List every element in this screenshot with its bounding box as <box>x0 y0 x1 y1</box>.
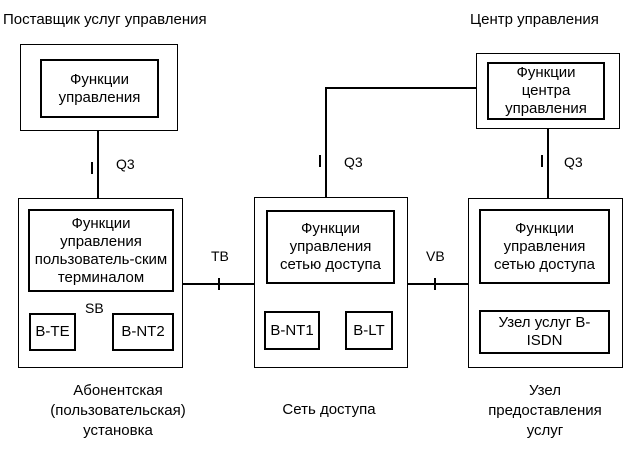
user-terminal-mgmt-functions: Функции управления пользователь-ским тер… <box>28 209 174 292</box>
bnt2-box: B-NT2 <box>112 313 174 351</box>
bnt1-box: B-NT1 <box>264 311 320 350</box>
bnt1-label: B-NT1 <box>270 321 314 339</box>
subscriber-caption: Абонентская (пользовательская) установка <box>50 382 186 439</box>
bte-box: B-TE <box>29 313 76 351</box>
blt-box: B-LT <box>345 311 393 350</box>
access-network-caption: Сеть доступа <box>282 401 376 418</box>
q3-left-label: Q3 <box>116 156 135 172</box>
q3-mid-label: Q3 <box>344 154 363 170</box>
service-mgmt-label: Функции управления сетью доступа <box>493 219 596 273</box>
service-node-isdn-box: Узел услуг B-ISDN <box>479 310 610 354</box>
center-header: Центр управления <box>470 11 599 28</box>
blt-label: B-LT <box>353 321 385 339</box>
service-node-isdn-label: Узел услуг B-ISDN <box>498 314 591 349</box>
tb-label: TB <box>211 248 229 264</box>
q3-mid-link <box>325 87 476 197</box>
provider-mgmt-label: Функции управления <box>58 70 141 106</box>
sb-label: SB <box>85 300 104 316</box>
access-mgmt-label: Функции управления сетью доступа <box>279 220 382 273</box>
access-mgmt-functions: Функции управления сетью доступа <box>266 210 395 284</box>
bte-label: B-TE <box>35 323 70 340</box>
service-node-caption: Узел предоставления услуг <box>488 382 602 439</box>
vb-label: VB <box>426 248 445 264</box>
center-mgmt-functions: Функции центра управления <box>487 62 605 120</box>
bnt2-label: B-NT2 <box>121 323 165 340</box>
provider-header: Поставщик услуг управления <box>3 11 207 28</box>
q3-right-label: Q3 <box>564 154 583 170</box>
user-terminal-mgmt-label: Функции управления пользователь-ским тер… <box>34 214 168 286</box>
center-mgmt-label: Функции центра управления <box>505 64 587 117</box>
provider-mgmt-functions: Функции управления <box>40 59 159 118</box>
service-mgmt-functions: Функции управления сетью доступа <box>479 209 610 284</box>
